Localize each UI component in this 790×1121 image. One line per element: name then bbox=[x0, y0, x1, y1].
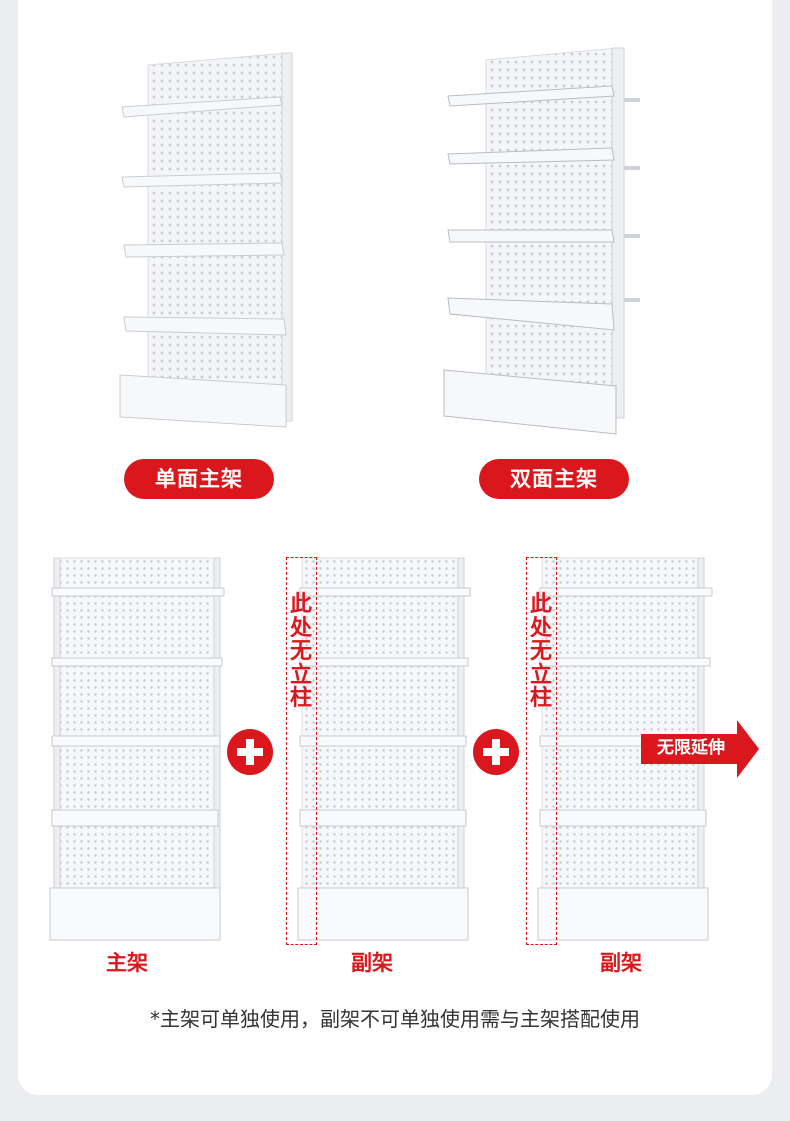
no-column-marker-1 bbox=[286, 557, 317, 945]
plus-icon bbox=[473, 729, 519, 775]
arrow-right-icon bbox=[641, 720, 759, 778]
usage-footnote: *主架可单独使用，副架不可单独使用需与主架搭配使用 bbox=[150, 1007, 640, 1031]
main-shelf-label: 主架 bbox=[106, 951, 148, 975]
no-column-note-1: 此处无立柱 bbox=[289, 592, 312, 711]
sub-shelf-label-2: 副架 bbox=[600, 951, 642, 975]
no-column-marker-2 bbox=[526, 557, 557, 945]
extend-label: 无限延伸 bbox=[657, 738, 725, 758]
plus-icon bbox=[227, 729, 273, 775]
single-sided-main-label: 单面主架 bbox=[124, 459, 274, 499]
main-shelf-image bbox=[49, 557, 225, 941]
sub-shelf-label-1: 副架 bbox=[351, 951, 393, 975]
single-sided-shelf-image bbox=[119, 52, 293, 428]
no-column-note-2: 此处无立柱 bbox=[529, 592, 552, 711]
double-sided-shelf-image bbox=[443, 47, 640, 435]
sub-shelf-image-1 bbox=[297, 557, 471, 941]
double-sided-main-label: 双面主架 bbox=[479, 459, 629, 499]
